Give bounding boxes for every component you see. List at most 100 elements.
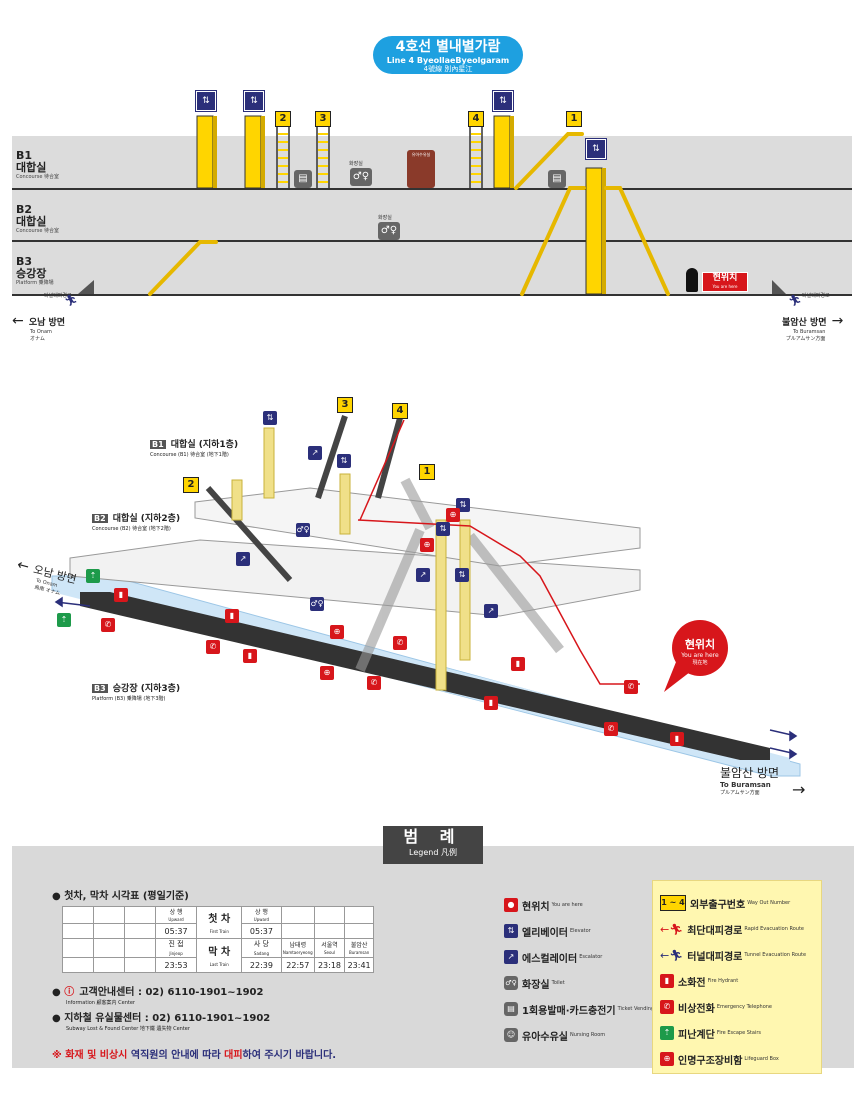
you-are-here-sub: You are here [712,284,738,289]
legend-header: 범 례 Legend 凡例 [383,826,483,864]
fire-hydrant-icon: ▮ [243,649,257,663]
info-center-line: ● ⓘ 고객안내센터 : 02) 6110-1901~1902 Informat… [52,980,263,1006]
exit-number-3: 3 [315,111,331,127]
section-drawing [78,115,786,296]
legend-label: 현위치 [522,901,550,913]
notice-fire: 화재 및 비상시 [65,1050,128,1061]
info-center-text: 고객안내센터 : 02) 6110-1901~1902 [79,987,264,998]
legend-sub: Elevator [570,928,591,934]
exit-number-1: 1 [419,464,435,480]
timetable-title: 첫차, 막차 시각표 (평일기준) [64,891,189,902]
toilet-icon: ♂♀ [296,523,310,537]
b2-concourse-floor [69,539,641,617]
iso-b2-label: B2 대합실 (지하2층) Concourse (B2) 待合室 (地下2階) [92,506,180,532]
iso-level-tag: B2 [92,514,108,523]
level-sub: Concourse 待合室 [16,174,60,180]
you-are-here-ja: 現在地 [692,660,708,666]
you-are-here-en: You are here [681,652,719,659]
nursing-room-icon: 유아수유실 [407,150,435,188]
lifeguard-box-icon: ⊕ [660,1052,674,1066]
isometric-drawing [51,415,801,777]
iso-level-name: 승강장 (지하3층) [112,684,181,694]
fire-hydrant-icon: ▮ [225,609,239,623]
legend-label: 비상전화 [678,1003,715,1015]
arrow-right-icon: → [831,313,844,329]
iso-direction-right-ja: プルアムサン方面 [720,790,760,796]
emergency-phone-icon: ✆ [367,676,381,690]
fire-hydrant-icon: ▮ [114,588,128,602]
iso-level-sub: Platform (B3) 乗降場 (地下3階) [92,696,166,702]
level-divider [12,188,852,190]
emergency-phone-icon: ✆ [660,1000,674,1014]
station-title-en: Line 4 ByeollaeByeolgaram [386,56,510,65]
namtaeryeong-en: Namtaeryeong [282,950,313,955]
info-center-sub: Information 顧客案内 Center [66,1000,135,1006]
legend-label: 인명구조장비함 [678,1055,743,1067]
emergency-phone-icon: ✆ [624,680,638,694]
legend-sub: Fire Hydrant [707,978,739,984]
toilet-icon: ♂♀ [378,222,400,240]
legend-right-column: 1 ~ 4 외부출구번호 Way Out Number ←🏃︎ 최단대피경로 R… [660,890,806,1072]
iso-level-name: 대합실 (지하1층) [170,440,239,450]
legend-subtitle: Legend 凡例 [409,848,457,857]
seoulstn-time: 23:18 [313,957,346,973]
notice-evac: 대피 [224,1050,243,1061]
you-are-here-label: 현위치 [684,638,716,651]
legend-sub: You are here [551,902,583,908]
last-train-cell: 막 차 Last Train [196,938,243,973]
arrow-left-icon: ← [12,313,24,329]
lost-found-text: 지하철 유실물센터 : 02) 6110-1901~1902 [64,1013,271,1024]
station-title-pill: 4호선 별내별가람 Line 4 ByeollaeByeolgaram 4號線 … [373,36,523,74]
restroom-tag: 화장실 [378,215,392,221]
legend-label: 에스컬레이터 [522,953,578,965]
direction-right: 불암산 방면 → To Buramsan プルアムサン方面 [782,310,843,342]
tunnel-evacuation-icon: ←🏃︎ [660,948,684,962]
exit-number-2: 2 [275,111,291,127]
namtaeryeong-label: 남태령 [289,942,307,949]
escalator-icon: ↗ [504,950,518,964]
legend-item: 1 ~ 4 외부출구번호 Way Out Number [660,890,806,916]
sadang-label: 사 당 [253,940,269,948]
iso-direction-right-en: To Buramsan [720,781,771,789]
elevator-icon: ⇅ [337,454,351,468]
level-name: 대합실 [16,215,47,228]
you-are-here-icon: ● [504,898,518,912]
escape-stairs-icon: ⇡ [86,569,100,583]
fire-hydrant-icon: ▮ [511,657,525,671]
direction-left: ← 오남 방면 To Onam オナム [12,310,65,342]
legend-item: ⇅ 엘리베이터 Elevator [504,918,716,944]
escape-stairs-icon: ⇡ [660,1026,674,1040]
seoulstn-en: Seoul [323,950,336,955]
iso-level-name: 대합실 (지하2층) [112,514,181,524]
fire-hydrant-icon: ▮ [660,974,674,988]
lifeguard-box-icon: ⊕ [320,666,334,680]
emergency-phone-icon: ✆ [101,618,115,632]
up-label: 상 행 [169,909,183,916]
legend-item: ● 현위치 You are here [504,892,716,918]
legend-item: ♂♀ 화장실 Toilet [504,970,716,996]
escalator-icon: ↗ [484,604,498,618]
tunnel-runner-icon: 🏃︎ [64,294,78,307]
legend-right-box [652,880,822,1074]
jinjeop-time: 23:53 [154,957,198,973]
escalator-3 [315,415,348,499]
legend-item: ⊕ 인명구조장비함 Lifeguard Box [660,1046,806,1072]
level-sub: Platform 乗降場 [16,280,54,286]
level-divider [12,240,852,242]
first-up-time-1: 05:37 [154,923,198,939]
last-train-label: 막 차 [208,946,231,958]
iso-direction-right-label: 불암산 방면 [720,766,780,780]
legend-item: ←🏃︎ 터널대피경로 Tunnel Evacuation Route [660,942,806,968]
notice-mid: 역직원의 안내에 따라 [130,1050,221,1061]
iso-b3-label: B3 승강장 (지하3층) Platform (B3) 乗降場 (地下3階) [92,676,180,702]
iso-level-sub: Concourse (B1) 待合室 (地下1階) [150,452,229,458]
last-train-en: Last Train [209,961,229,967]
toilet-icon: ♂♀ [350,168,372,186]
exit-number-1: 1 [566,111,582,127]
elevator-shaft [196,115,603,295]
